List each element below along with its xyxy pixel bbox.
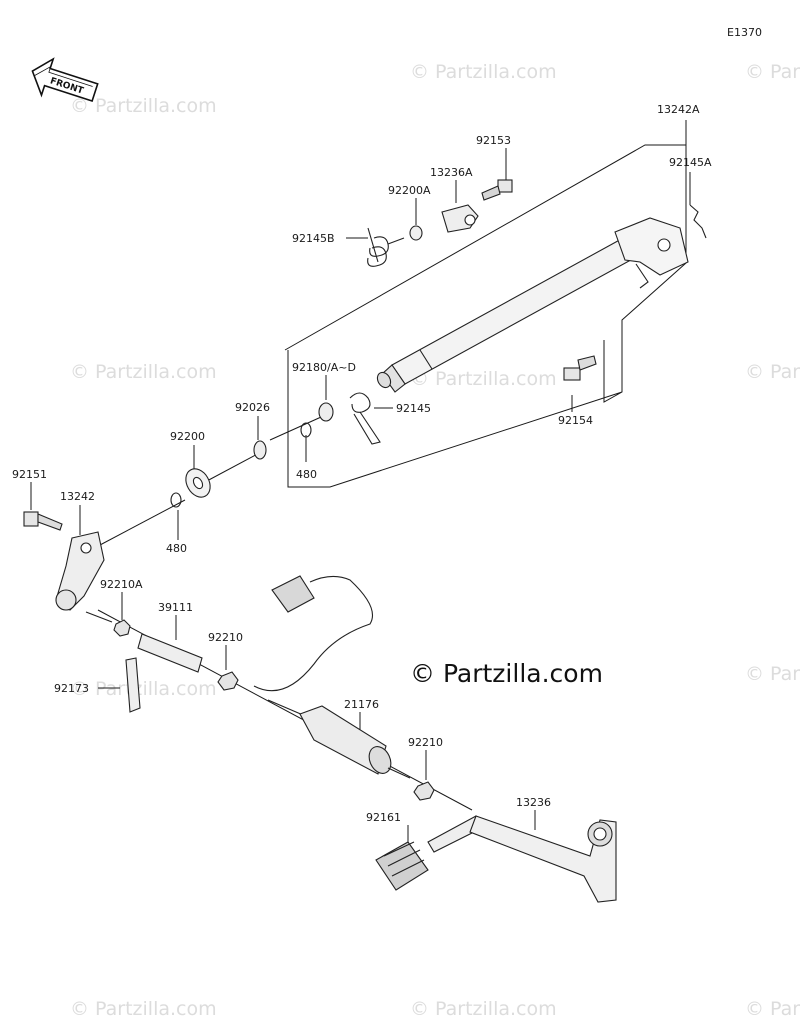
callout-label: 92180/A~D <box>292 361 356 374</box>
watermark-tile: © Partzilla.com <box>410 368 557 390</box>
watermark-tile: © Partzilla.com <box>745 998 800 1020</box>
callout-label: 92145B <box>292 232 335 245</box>
callout-label: 480 <box>296 468 317 481</box>
callout-label: 92026 <box>235 401 270 414</box>
watermark-tiles: © Partzilla.com © Partzilla.com © Partzi… <box>70 61 800 1020</box>
bolt-92151-part <box>23 511 63 531</box>
nut-92210-part <box>217 671 239 691</box>
circlip-480a-part <box>300 422 312 438</box>
stud-92154-part <box>563 355 597 381</box>
callout-label: 92151 <box>12 468 47 481</box>
spring-92145a-part <box>689 204 707 239</box>
link-13236a-part <box>441 204 479 233</box>
callout-label: 92153 <box>476 134 511 147</box>
callout-label: 92200A <box>388 184 431 197</box>
callout-label: 480 <box>166 542 187 555</box>
callout-label: 13236A <box>430 166 473 179</box>
bolt-92153-part <box>481 179 513 201</box>
watermark-tile: © Partzilla.com <box>70 361 217 383</box>
callout-label: 92154 <box>558 414 593 427</box>
watermark-tile: © Partzilla.com <box>410 61 557 83</box>
callout-label: 21176 <box>344 698 379 711</box>
diagram-code: E1370 <box>727 26 762 39</box>
circlip-480b-part <box>170 492 182 508</box>
plate-92173-part <box>125 657 141 713</box>
callout-label: 92210 <box>208 631 243 644</box>
watermark-main: © Partzilla.com <box>410 659 603 688</box>
spring-92145-part <box>349 392 381 445</box>
callout-label: 92210 <box>408 736 443 749</box>
shift-shaft-part <box>376 217 689 393</box>
callout-label: 13236 <box>516 796 551 809</box>
washer-92200a-part <box>409 225 423 241</box>
watermark-tile: © Partzilla.com <box>410 998 557 1020</box>
callout-label: 13242 <box>60 490 95 503</box>
callout-label: 92145 <box>396 402 431 415</box>
rubber-92161-part <box>375 841 429 891</box>
watermark-tile: © Partzilla.com <box>745 61 800 83</box>
shift-lever-13242-part <box>55 531 105 611</box>
callout-label: 92173 <box>54 682 89 695</box>
callout-label: 92145A <box>669 156 712 169</box>
watermark-tile: © Partzilla.com <box>70 998 217 1020</box>
callout-labels: 13242A 92145A 92153 13236A 92200A 92145B… <box>12 103 712 824</box>
nut-92210b-part <box>413 781 435 801</box>
watermark-tile: © Partzilla.com <box>70 95 217 117</box>
spring-92145b-part <box>367 227 405 267</box>
nut-92210a-part <box>113 619 131 637</box>
washer-92026-part <box>253 440 267 460</box>
watermark-tile: © Partzilla.com <box>745 361 800 383</box>
watermark-tile: © Partzilla.com <box>70 678 217 700</box>
watermark-tile: © Partzilla.com <box>745 663 800 685</box>
callout-label: 39111 <box>158 601 193 614</box>
rod-39111-part <box>137 633 203 673</box>
pedal-13236-part <box>427 815 617 903</box>
callout-label: 13242A <box>657 103 700 116</box>
washer-92180-part <box>318 402 334 422</box>
callout-label: 92210A <box>100 578 143 591</box>
assembly-frame <box>284 144 687 488</box>
front-arrow-icon: FRONT <box>31 57 99 103</box>
callout-label: 92200 <box>170 430 205 443</box>
sensor-21176-part <box>253 575 411 779</box>
callout-label: 92161 <box>366 811 401 824</box>
